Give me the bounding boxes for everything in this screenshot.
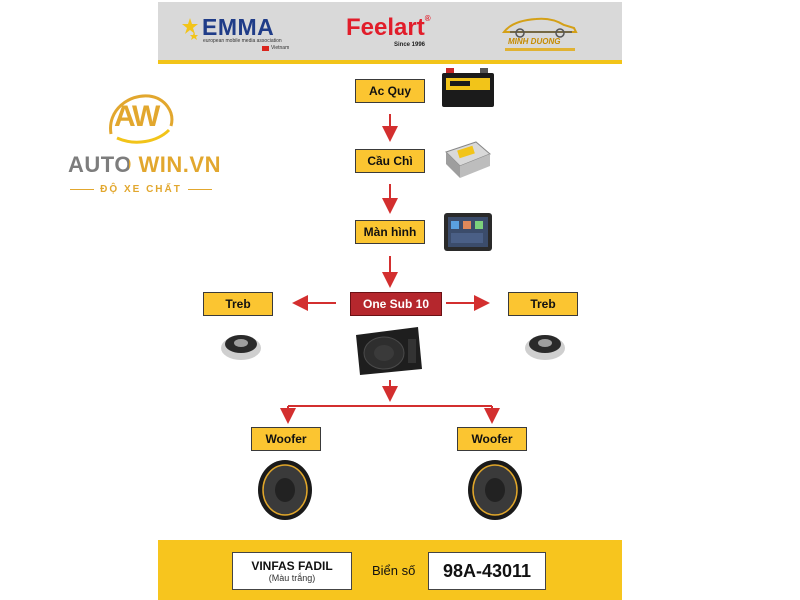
feelart-since: Since 1996 [394,42,426,48]
car-model-box: VINFAS FADIL (Màu trắng) [232,552,352,590]
emma-star-icon [182,16,202,47]
autowin-logo-letters: AW [114,100,160,133]
autowin-brand-name: AUTO WIN.VN [68,152,221,177]
node-woofer-left: Woofer [251,427,321,451]
tagline-rule-left [70,189,95,190]
monitor-image [442,211,494,258]
node-treb-left: Treb [203,292,273,316]
autowin-tagline: ĐỘ XE CHẤT [100,184,182,195]
node-woofer-right: Woofer [457,427,527,451]
fuse-holder-image [442,136,492,187]
battery-image [440,66,496,115]
woofer-right-image [466,458,524,527]
subwoofer-image [354,325,424,382]
tweeter-right-image [522,328,568,369]
node-sub: One Sub 10 [350,292,442,316]
node-fuse: Cầu Chì [355,149,425,173]
emma-logo-text: EMMA [202,14,275,40]
plate-label: Biển số [372,563,416,578]
plate-box: 98A-43011 [428,552,546,590]
emma-country: Vietnam [262,45,289,51]
woofer-left-image [256,458,314,527]
minh-duong-logo-text: MINH DUONG [508,37,561,46]
minh-duong-underline [505,48,575,51]
tagline-rule-right [187,189,213,190]
feelart-registered-mark: ® [424,14,431,23]
emma-tagline: european mobile media association [203,38,282,44]
feelart-logo: Feelart® [346,14,431,42]
autowin-logo-icon [105,90,177,153]
node-battery: Ac Quy [355,79,425,103]
plate-number: 98A-43011 [442,560,532,581]
autowin-brand-text: AUTO WIN.VN [68,152,221,178]
header-accent-bar [158,60,622,64]
feelart-logo-text: Feelart [346,14,425,41]
node-treb-right: Treb [508,292,578,316]
car-silhouette-icon [500,10,580,45]
car-model: VINFAS FADIL [251,559,333,573]
autowin-tagline-row: ĐỘ XE CHẤT [70,184,213,195]
car-color: (Màu trắng) [268,573,316,583]
vietnam-flag-icon [262,45,269,51]
emma-country-label: Vietnam [271,45,290,51]
node-screen: Màn hình [355,220,425,244]
tweeter-left-image [218,328,264,369]
